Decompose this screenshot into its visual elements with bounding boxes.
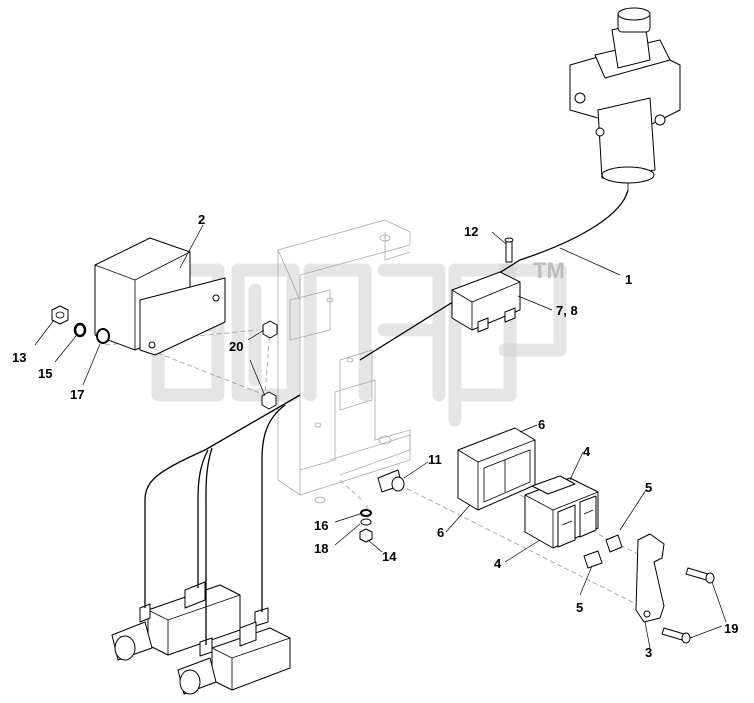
watermark-trademark: TM bbox=[533, 258, 565, 283]
callout-labels: 1 2 3 4 4 5 5 6 6 7, 8 11 12 13 14 15 16… bbox=[12, 212, 738, 660]
hex-nut-20-lower bbox=[261, 391, 277, 410]
rocker-switches bbox=[524, 475, 599, 549]
watermark-logo: TM bbox=[151, 258, 567, 427]
connector-block bbox=[451, 271, 521, 333]
callout-1: 1 bbox=[625, 272, 632, 287]
callout-4-lower: 4 bbox=[494, 556, 502, 571]
callout-13: 13 bbox=[12, 350, 26, 365]
callout-11: 11 bbox=[428, 452, 442, 467]
screw-12 bbox=[504, 237, 514, 263]
callout-2: 2 bbox=[198, 212, 205, 227]
callout-3: 3 bbox=[645, 645, 652, 660]
callout-6-upper: 6 bbox=[538, 417, 545, 432]
screw-19-lower bbox=[661, 627, 691, 644]
solenoid-valve-upper bbox=[111, 581, 269, 661]
bolt-11 bbox=[377, 469, 405, 493]
leader-lines bbox=[34, 224, 727, 649]
callout-14: 14 bbox=[382, 549, 397, 564]
callout-5-upper: 5 bbox=[645, 480, 652, 495]
hex-nut-13 bbox=[51, 305, 69, 325]
label-5-upper bbox=[605, 534, 623, 553]
solenoid-valve-lower bbox=[177, 621, 291, 695]
callout-7-8: 7, 8 bbox=[556, 303, 578, 318]
callout-5-lower: 5 bbox=[576, 600, 583, 615]
screw-19-upper bbox=[685, 567, 715, 584]
hex-nut-20-upper bbox=[262, 320, 278, 339]
washer-16 bbox=[360, 509, 372, 517]
valve-wiring bbox=[144, 394, 301, 645]
callout-15: 15 bbox=[38, 366, 52, 381]
label-5-lower bbox=[583, 550, 603, 569]
callout-19: 19 bbox=[724, 621, 738, 636]
callout-12: 12 bbox=[464, 224, 478, 239]
mounting-bracket bbox=[277, 219, 411, 504]
sensor-cable bbox=[359, 189, 629, 361]
nut-14 bbox=[359, 528, 373, 543]
cover-plate bbox=[94, 237, 226, 356]
pressure-sensor bbox=[569, 7, 681, 190]
switch-bracket bbox=[635, 533, 665, 623]
callout-16: 16 bbox=[314, 518, 328, 533]
switch-housing bbox=[457, 427, 536, 511]
lock-washer-15 bbox=[73, 322, 87, 338]
callout-17: 17 bbox=[70, 387, 84, 402]
callout-18: 18 bbox=[314, 541, 328, 556]
flat-washer-17 bbox=[96, 328, 110, 344]
callout-6-lower: 6 bbox=[437, 525, 444, 540]
washer-18 bbox=[360, 518, 372, 526]
callout-20: 20 bbox=[229, 339, 243, 354]
callout-4-upper: 4 bbox=[583, 444, 591, 459]
